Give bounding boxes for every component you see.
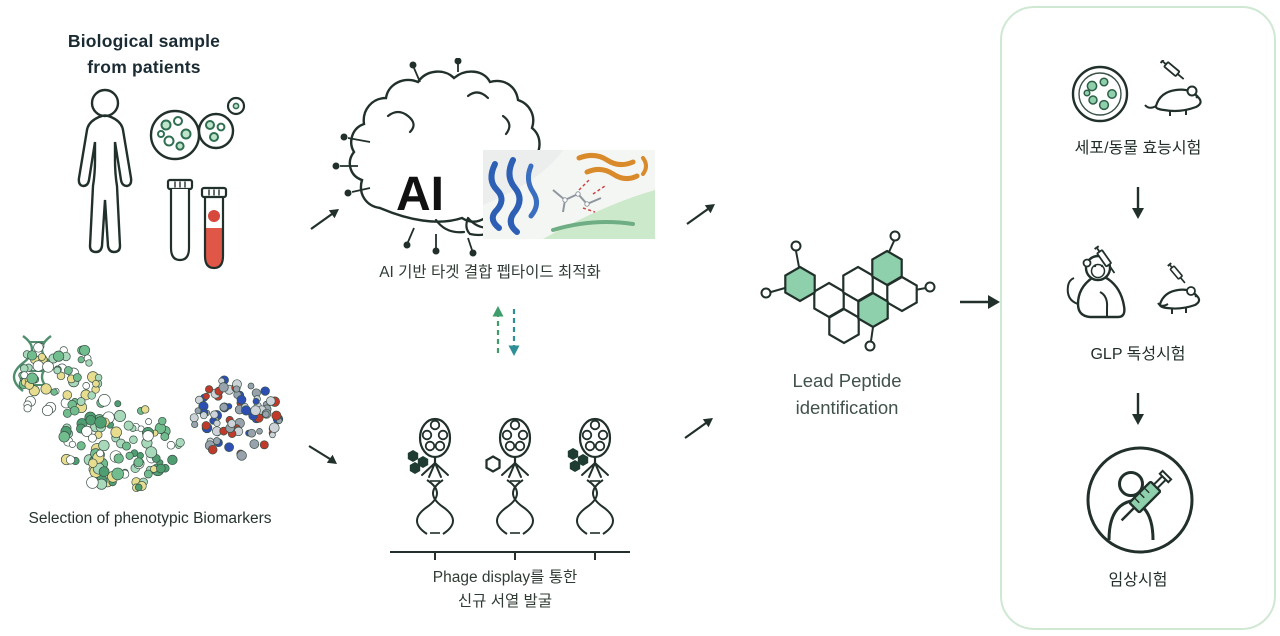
glp-tox-icons [1064, 238, 1216, 333]
feedback-arrows [486, 303, 526, 359]
syringe-icon [1167, 262, 1186, 284]
human-body-icon [55, 88, 155, 268]
down-dashed-arrow-icon [508, 309, 520, 356]
syringe-icon [1120, 469, 1173, 522]
stage1-label: 세포/동물 효능시험 [1074, 140, 1202, 157]
lead-peptide-label: Lead Peptide identification [758, 368, 936, 422]
phage-display-icon [385, 412, 635, 564]
ai-text: AI [396, 168, 444, 221]
molecular-docking-image [483, 150, 655, 239]
title-line2: from patients [87, 57, 201, 78]
stage2-label: GLP 독성시험 [1090, 346, 1186, 363]
up-dashed-arrow-icon [492, 306, 504, 353]
monkey-icon [1066, 245, 1126, 319]
phage-caption: Phage display를 통한 신규 서열 발굴 [375, 566, 635, 614]
phage-icon [575, 417, 615, 536]
lead-label-line1: Lead Peptide [792, 370, 902, 391]
peptide-hex-outline-icon [485, 455, 501, 473]
biomarker-dots-icon [5, 330, 300, 508]
down-arrow-icon [1130, 186, 1146, 220]
hexagon-molecule-icon [752, 226, 942, 366]
green-dot-cluster-b [58, 394, 185, 493]
test-tubes-icon [162, 178, 240, 274]
title-line1: Biological sample [67, 31, 221, 51]
phage-icon [415, 417, 455, 536]
mouse-icon [1144, 60, 1202, 116]
biomarker-label: Selection of phenotypic Biomarkers [28, 510, 272, 527]
flow-arrow-to-panel [958, 292, 1002, 312]
mouse-icon [1157, 262, 1201, 314]
phage-caption-line2: 신규 서열 발굴 [457, 593, 553, 611]
lead-label-line2: identification [795, 396, 899, 418]
protein-dot-cluster [189, 375, 284, 461]
flow-arrow-phage-to-lead [682, 412, 718, 442]
ai-caption: AI 기반 타겟 결합 펩타이드 최적화 [379, 264, 601, 281]
phage-caption-line1: Phage display를 통한 [432, 569, 578, 586]
cell-animal-efficacy-icons [1068, 60, 1213, 128]
flow-arrow-to-phage [306, 442, 342, 470]
down-arrow-icon [1130, 392, 1146, 426]
syringe-icon [1094, 245, 1116, 274]
flow-arrow-to-ai [308, 203, 344, 233]
cells-icon [148, 93, 248, 178]
phage-icon [495, 417, 535, 536]
green-dot-cluster-a [18, 342, 103, 418]
biological-sample-title: Biological sample from patients [38, 28, 250, 81]
clinical-human-icon [1084, 444, 1196, 556]
flow-arrow-ai-to-lead [684, 198, 720, 228]
stage3-label: 임상시험 [1108, 572, 1168, 589]
petri-dish-icon [1071, 65, 1129, 123]
syringe-icon [1159, 60, 1185, 80]
